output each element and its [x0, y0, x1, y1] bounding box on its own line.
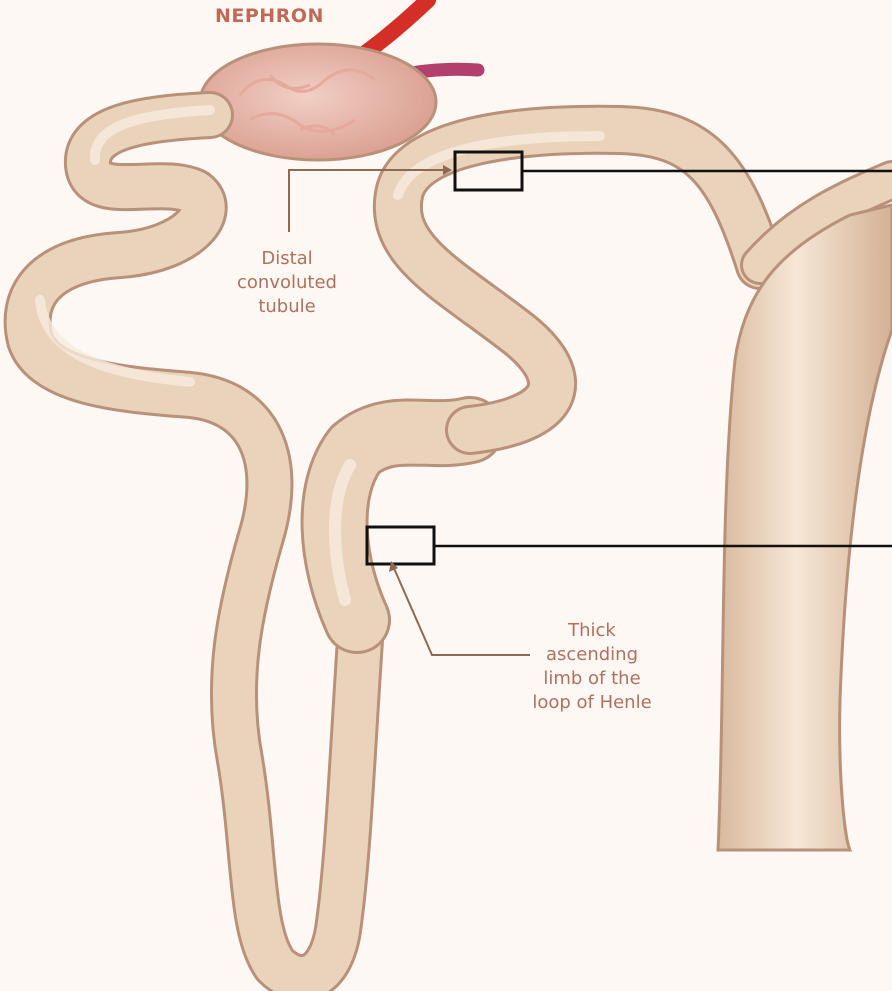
label-line: ascending — [546, 644, 638, 665]
label-line: loop of Henle — [532, 692, 651, 713]
label-line: Distal — [261, 248, 312, 269]
label-line: convoluted — [237, 272, 337, 293]
label-line: Thick — [567, 620, 616, 641]
label-line: tubule — [258, 296, 315, 317]
diagram-title: NEPHRON — [215, 5, 324, 27]
label-line: limb of the — [543, 668, 640, 689]
glomerulus — [200, 44, 436, 160]
